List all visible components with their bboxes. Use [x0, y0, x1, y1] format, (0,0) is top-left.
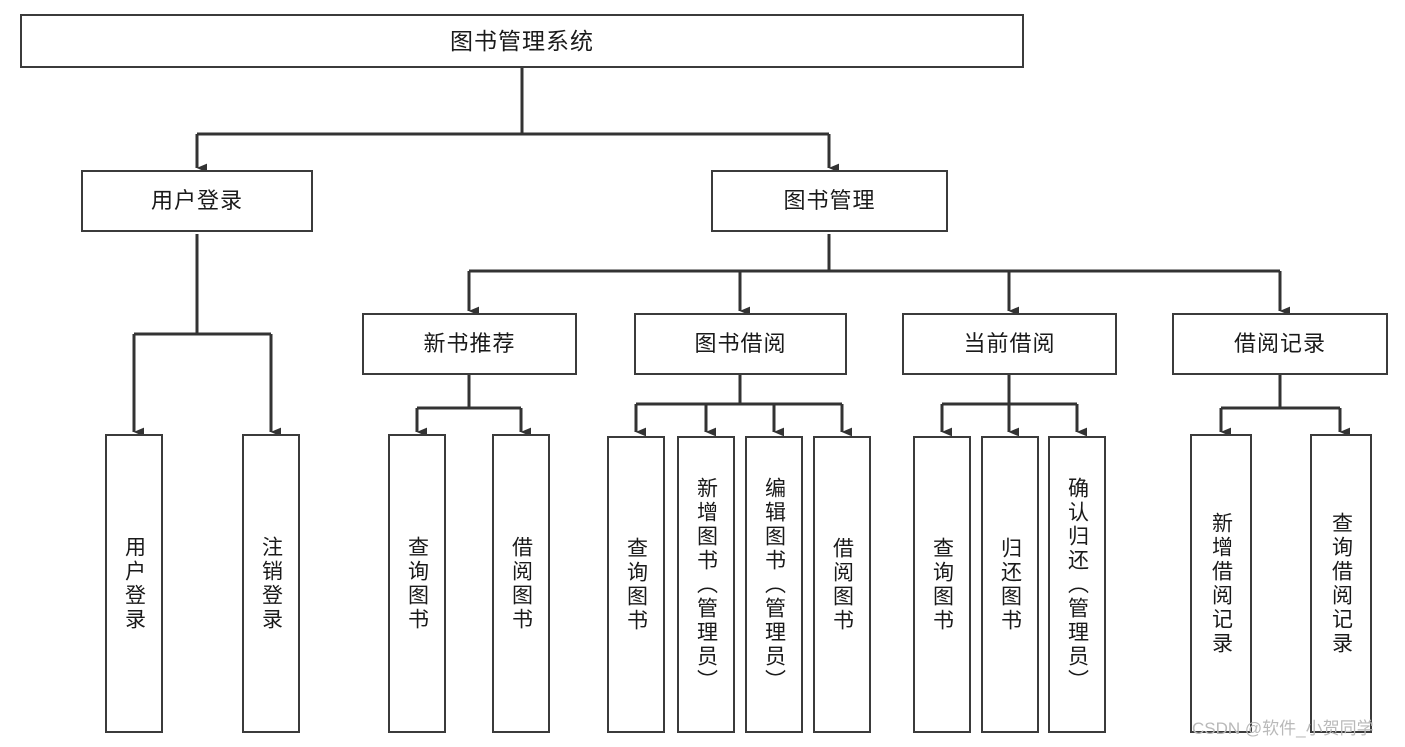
node-label: 图书管理 [783, 188, 876, 214]
node-label: 查询图书 [624, 536, 648, 633]
leaf-new-book-query-book[interactable]: 查询图书 [388, 434, 446, 733]
node-label: 新书推荐 [423, 331, 516, 357]
node-new-book-recommend[interactable]: 新书推荐 [362, 313, 577, 375]
node-label: 借阅图书 [830, 536, 854, 633]
node-label: 查询图书 [930, 536, 954, 633]
leaf-borrow-record-add-record[interactable]: 新增借阅记录 [1190, 434, 1252, 733]
leaf-current-borrow-return-book[interactable]: 归还图书 [981, 436, 1039, 733]
node-label: 图书管理系统 [450, 27, 594, 54]
node-label: 归还图书 [998, 536, 1022, 633]
node-label: 用户登录 [122, 535, 146, 632]
leaf-borrow-record-query-record[interactable]: 查询借阅记录 [1310, 434, 1372, 733]
leaf-current-borrow-query-book[interactable]: 查询图书 [913, 436, 971, 733]
node-label: 借阅图书 [509, 535, 533, 632]
node-book-borrow[interactable]: 图书借阅 [634, 313, 847, 375]
node-user-login[interactable]: 用户登录 [81, 170, 313, 232]
node-label: 图书借阅 [694, 331, 787, 357]
node-label: 查询借阅记录 [1329, 511, 1353, 656]
node-book-management[interactable]: 图书管理 [711, 170, 948, 232]
node-borrow-record[interactable]: 借阅记录 [1172, 313, 1388, 375]
node-label: 借阅记录 [1233, 331, 1326, 357]
leaf-book-borrow-add-book-admin[interactable]: 新增图书（管理员） [677, 436, 735, 733]
leaf-book-borrow-edit-book-admin[interactable]: 编辑图书（管理员） [745, 436, 803, 733]
node-label: 注销登录 [259, 535, 283, 632]
leaf-user-login-logout[interactable]: 注销登录 [242, 434, 300, 733]
node-root-book-management-system[interactable]: 图书管理系统 [20, 14, 1024, 68]
node-label: 编辑图书（管理员） [762, 476, 786, 693]
leaf-user-login-do-login[interactable]: 用户登录 [105, 434, 163, 733]
leaf-current-borrow-confirm-return-admin[interactable]: 确认归还（管理员） [1048, 436, 1106, 733]
node-label: 新增图书（管理员） [694, 476, 718, 693]
node-label: 查询图书 [405, 535, 429, 632]
leaf-new-book-borrow-book[interactable]: 借阅图书 [492, 434, 550, 733]
node-label: 用户登录 [150, 188, 243, 214]
csdn-watermark: CSDN @软件_小贺同学 [1192, 719, 1374, 738]
node-label: 确认归还（管理员） [1065, 476, 1089, 693]
node-label: 当前借阅 [963, 331, 1056, 357]
node-current-borrow[interactable]: 当前借阅 [902, 313, 1117, 375]
leaf-book-borrow-borrow-book[interactable]: 借阅图书 [813, 436, 871, 733]
leaf-book-borrow-query-book[interactable]: 查询图书 [607, 436, 665, 733]
node-label: 新增借阅记录 [1209, 511, 1233, 656]
